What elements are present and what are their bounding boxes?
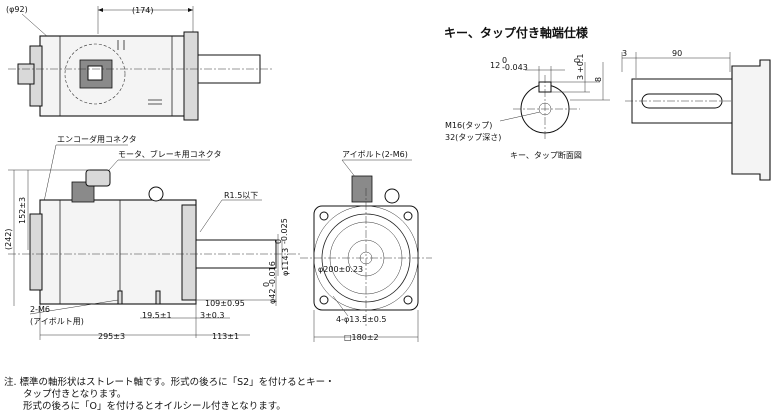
key-detail-title: キー、タップ付き軸端仕様 [444,25,589,40]
total-height-label: (242) [4,228,13,250]
encoder-connector-label: エンコーダ用コネクタ [57,134,137,144]
holes-label: 4-φ13.5±0.5 [336,315,387,324]
dim-3-label: 3±0.3 [200,311,225,320]
shaft-dia2-tol-upper: 0 [262,282,271,287]
side-view: エンコーダ用コネクタ モータ、ブレーキ用コネクタ R1.5以下 (242) 15… [4,134,300,341]
key-width: 12 [490,61,500,70]
shaft-dim-90: 90 [672,49,682,58]
top-view: (φ92) (174) [6,5,272,121]
connector-height-label: 152±3 [18,197,27,224]
note-line-1: 注. 標準の軸形状はストレート軸です。形式の後ろに「S2」を付けるとキー・ [4,377,335,388]
dim-295-label: 295±3 [98,332,125,341]
tap-depth: 32(タップ深さ) [445,133,501,142]
brake-connector-label: モータ、ブレーキ用コネクタ [118,149,221,159]
key-width-tol-upper: 0 [502,56,507,65]
square-label: □180±2 [344,333,379,342]
note-line-2: タップ付きとなります。 [4,389,127,400]
dim-19-5-label: 19.5±1 [142,311,172,320]
shaft-dim-3: 3 [622,49,627,58]
shaft-dia-label: φ114.3 [281,248,290,276]
shaft-dia-tol-lower: -0.025 [280,218,289,244]
key-depth-tol-lower: 0 [573,58,582,63]
dim-113-label: 113±1 [212,332,239,341]
key-tap-detail: キー、タップ付き軸端仕様 12 0 -0.043 3 +0.1 0 8 M16(… [444,25,771,181]
notes: 注. 標準の軸形状はストレート軸です。形式の後ろに「S2」を付けるとキー・ タッ… [4,377,335,413]
key-height: 8 [594,77,603,82]
pcd-label: φ200±0.23 [318,265,363,274]
note-line-3: 形式の後ろに「O」を付けるとオイルシール付きとなります。 [4,401,286,412]
dim-109-label: 109±0.95 [205,299,245,308]
tap-size: M16(タップ) [445,121,492,130]
flange-dia-label: (φ92) [6,5,28,14]
front-view: アイボルト(2-M6) φ200±0.23 4-φ13.5±0.5 □180±2 [300,150,432,342]
top-length-label: (174) [132,6,154,15]
key-depth-tol-upper: +0.1 [576,54,585,73]
shaft-dia2-tol-lower: -0.016 [268,261,277,287]
shaft-dia-tol-upper: 0 [274,239,283,244]
section-caption: キー、タップ断面図 [510,150,582,160]
eyebolt-label: アイボルト(2-M6) [342,150,408,159]
tap-note: (アイボルト用) [30,317,84,326]
tap-label: 2-M6 [30,305,50,314]
shaft-dia2-label: φ42 [268,289,277,304]
key-depth: 3 [576,75,585,80]
fillet-label: R1.5以下 [224,191,258,200]
key-width-tol-lower: -0.043 [502,63,528,72]
